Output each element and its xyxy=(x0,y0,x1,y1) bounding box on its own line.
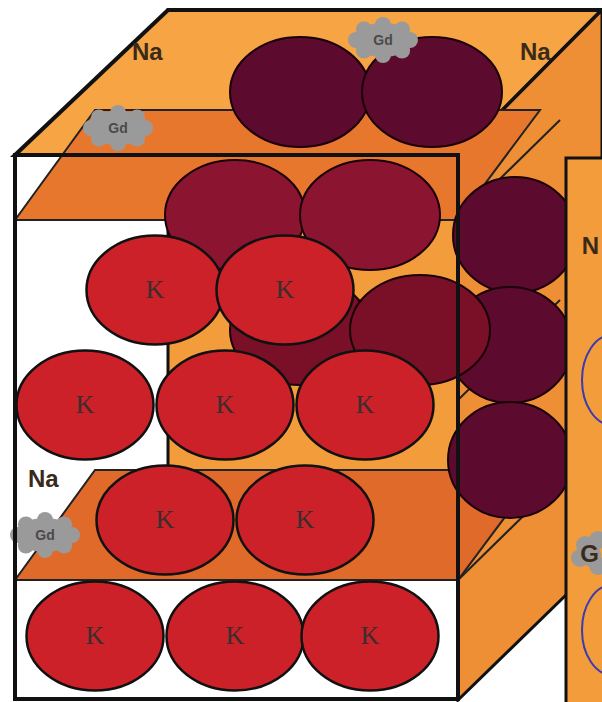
gd-label: Gd xyxy=(373,32,392,48)
k-sphere-shape xyxy=(297,351,434,460)
k-sphere-shape xyxy=(97,466,234,575)
gd-flower-shape xyxy=(10,512,80,558)
k-atom: K xyxy=(165,580,305,692)
gd-flower-shape xyxy=(348,17,418,63)
k-atom: K xyxy=(295,349,435,461)
gd-label: Gd xyxy=(108,120,127,136)
atom-label: K xyxy=(216,390,235,420)
element-label: N xyxy=(582,232,599,260)
neighbour-sphere xyxy=(582,585,602,675)
k-atom: K xyxy=(95,464,235,576)
k-sphere-shape xyxy=(237,466,374,575)
k-atom: K xyxy=(25,580,165,692)
atom-label: K xyxy=(276,275,295,305)
k-sphere-shape xyxy=(302,582,439,691)
k-atom: K xyxy=(235,464,375,576)
k-atom: K xyxy=(300,580,440,692)
element-label: G xyxy=(580,540,599,568)
k-atom: K xyxy=(85,234,225,346)
atom-label: K xyxy=(226,621,245,651)
gd-atom: Gd xyxy=(82,106,154,150)
neighbour-gd-flower xyxy=(571,531,602,575)
k-sphere-shape xyxy=(157,351,294,460)
atom-label: K xyxy=(156,505,175,535)
neighbour-box xyxy=(566,158,602,702)
gd-label: Gd xyxy=(35,527,54,543)
k-sphere-shape xyxy=(167,582,304,691)
k-sphere-shape xyxy=(27,582,164,691)
atom-label: K xyxy=(146,275,165,305)
k-sphere-shape xyxy=(217,236,354,345)
atom-label: K xyxy=(361,621,380,651)
element-label: Na xyxy=(28,465,59,493)
k-atom: K xyxy=(155,349,295,461)
atom-label: K xyxy=(356,390,375,420)
atom-label: K xyxy=(76,390,95,420)
k-sphere-shape xyxy=(87,236,224,345)
atom-label: K xyxy=(86,621,105,651)
gd-atom: Gd xyxy=(9,513,81,557)
element-label: Na xyxy=(520,38,551,66)
gd-atom: Gd xyxy=(347,18,419,62)
k-atom: K xyxy=(215,234,355,346)
front-face-edge xyxy=(15,155,458,699)
atom-label: K xyxy=(296,505,315,535)
k-atom: K xyxy=(15,349,155,461)
gd-flower-shape xyxy=(83,105,153,151)
element-label: Na xyxy=(132,38,163,66)
k-sphere-shape xyxy=(17,351,154,460)
neighbour-sphere xyxy=(582,335,602,425)
